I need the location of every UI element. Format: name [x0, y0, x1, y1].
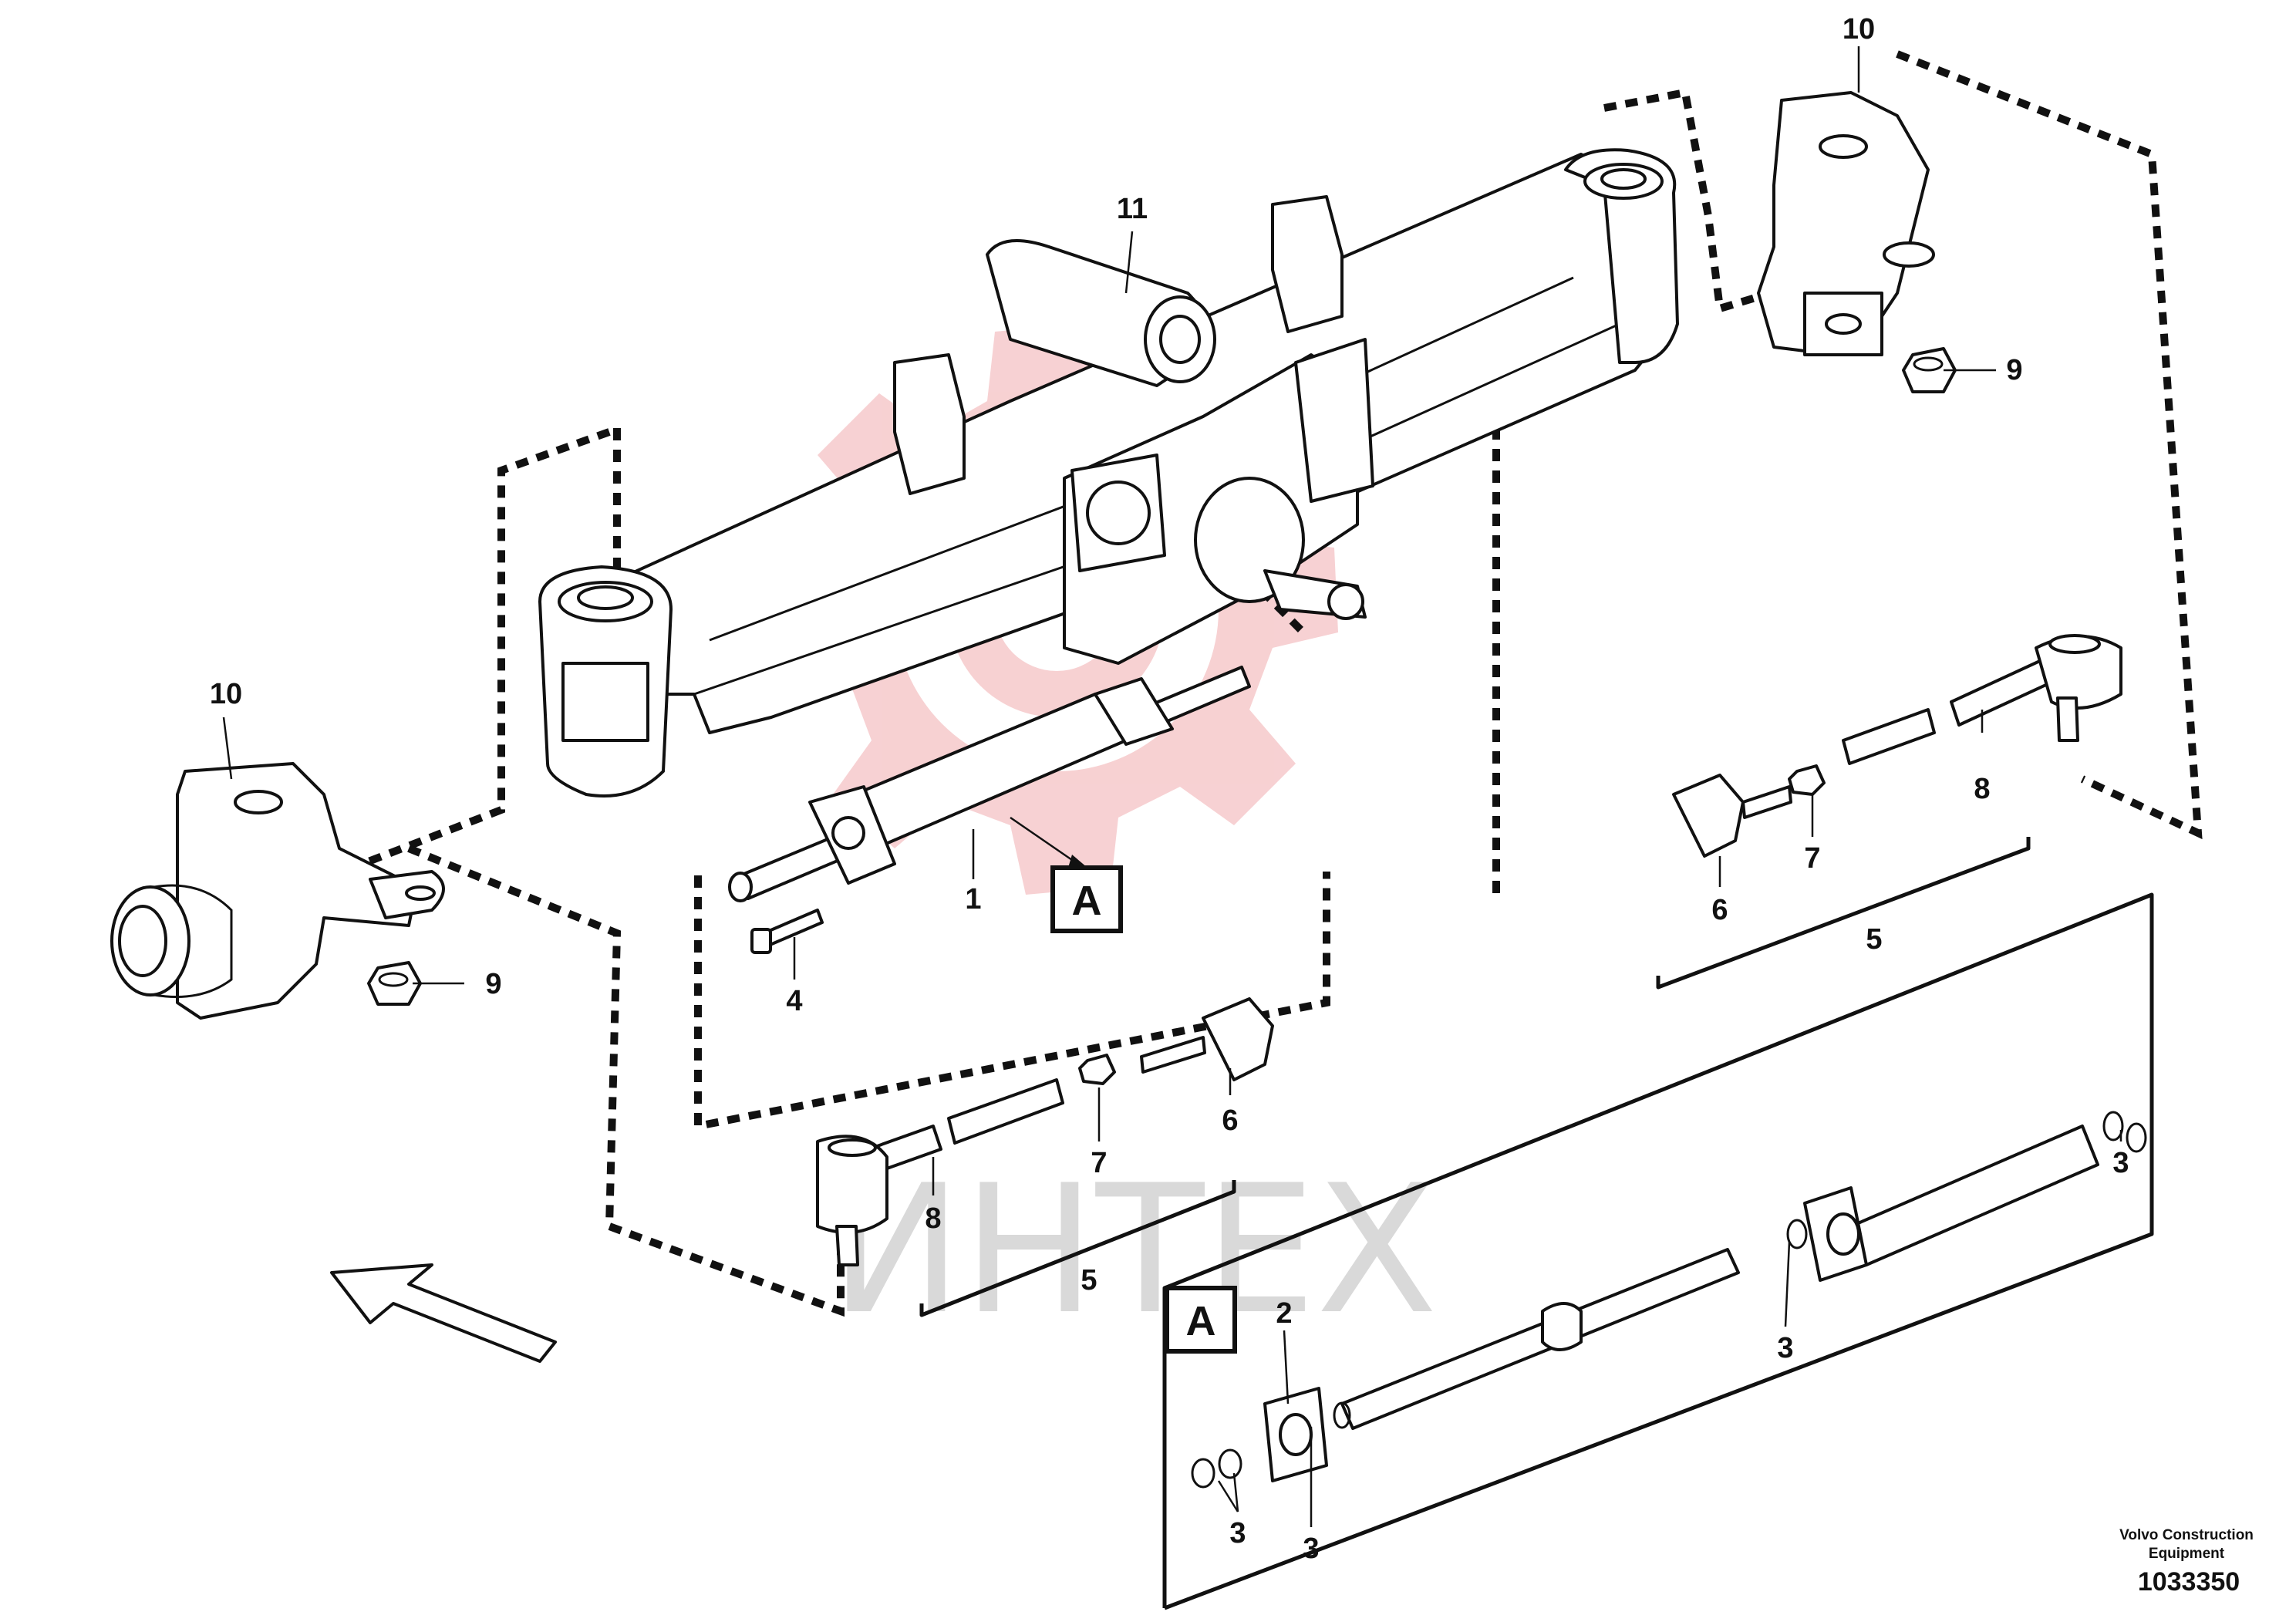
detail-label-box: A	[1165, 1286, 1237, 1354]
callout-5-right: 5	[1866, 923, 1882, 956]
callout-6-right: 6	[1711, 894, 1728, 926]
callout-8-left: 8	[925, 1202, 941, 1235]
callout-3-b: 3	[1303, 1533, 1319, 1565]
callout-7-left: 7	[1091, 1147, 1107, 1179]
tie-rod-right	[1672, 634, 2122, 858]
footer: Volvo Construction Equipment 1033350	[2119, 1527, 2254, 1597]
nut-right	[1902, 347, 1957, 393]
company-name-line1: Volvo Construction	[2119, 1527, 2254, 1543]
callout-11: 11	[1117, 193, 1148, 225]
callout-8-right: 8	[1974, 773, 1990, 805]
callout-3-d: 3	[2112, 1147, 2129, 1179]
callout-6-left: 6	[1222, 1104, 1238, 1137]
axle-housing	[538, 148, 1679, 798]
steering-knuckle-right	[1757, 91, 1935, 356]
callout-7-right: 7	[1804, 842, 1820, 875]
callout-10-right: 10	[1843, 13, 1875, 46]
callout-3-a: 3	[1229, 1517, 1246, 1549]
direction-arrow-icon	[330, 1263, 557, 1363]
callout-9-left: 9	[485, 968, 501, 1000]
nut-left	[367, 961, 422, 1006]
callout-5-left: 5	[1081, 1264, 1097, 1297]
callout-4: 4	[786, 985, 802, 1017]
detail-a-frame	[1162, 892, 2154, 1610]
callout-10-left: 10	[210, 678, 242, 710]
callout-1: 1	[965, 883, 981, 916]
steering-knuckle-left	[110, 762, 445, 1020]
callout-numbers: 11 10 10 9 9 1 4 6 7 8 5 6 7 8 5 2 3 3 3…	[210, 13, 2129, 1565]
svg-text:A: A	[1186, 1298, 1216, 1344]
leader-lines	[222, 46, 2122, 1527]
callout-9-right: 9	[2006, 354, 2022, 386]
drawing-number: 1033350	[2138, 1567, 2240, 1597]
callout-2: 2	[1276, 1297, 1292, 1330]
svg-text:A: A	[1072, 878, 1102, 924]
company-name-line2: Equipment	[2149, 1546, 2225, 1562]
steering-cylinder	[728, 666, 1251, 902]
callout-3-c: 3	[1777, 1332, 1793, 1364]
tie-rod-left	[816, 997, 1274, 1266]
detail-label-main: A	[1050, 865, 1123, 933]
bolt	[750, 909, 824, 954]
watermark-text: ИНТЕХ	[830, 1148, 1438, 1354]
